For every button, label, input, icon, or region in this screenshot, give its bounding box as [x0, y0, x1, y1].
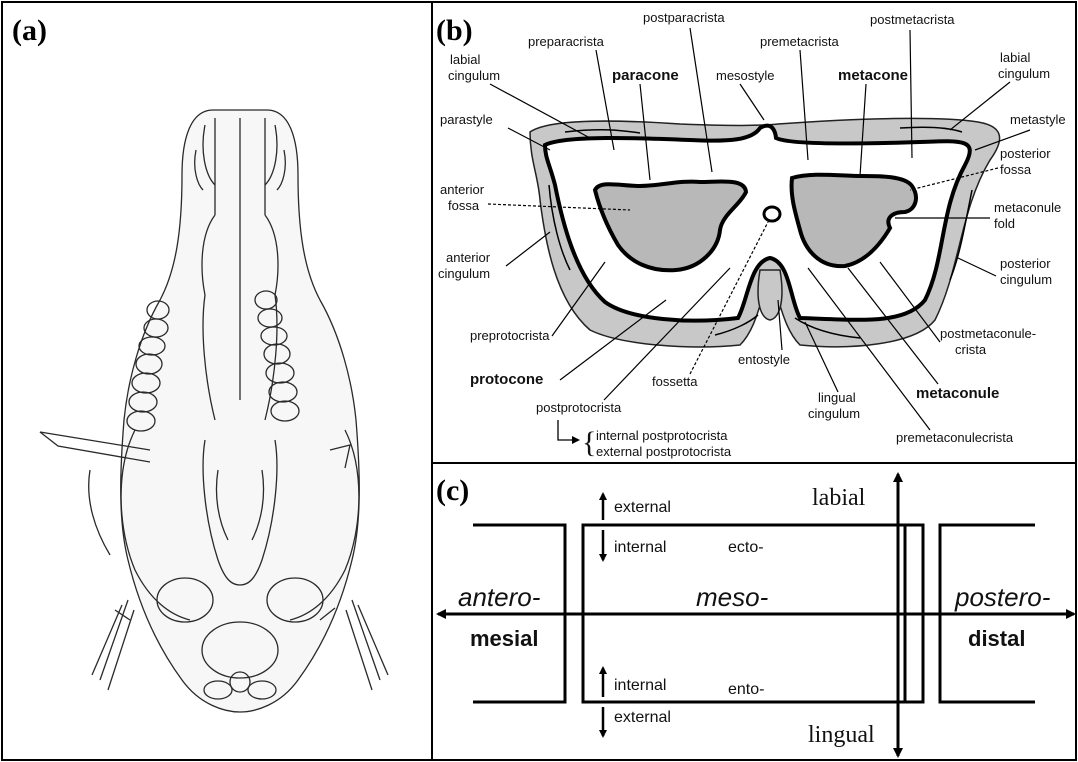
label-lingual-cingulum-line1: lingual [818, 390, 856, 405]
label-mesial: mesial [470, 626, 539, 651]
label-mesostyle: mesostyle [716, 68, 775, 83]
label-internal-bottom: internal [614, 677, 666, 694]
label-ecto: ecto- [728, 539, 764, 556]
panel-a: (a) [12, 14, 388, 712]
label-metaconule: metaconule [916, 385, 999, 402]
label-external-postprotocrista: external postprotocrista [596, 444, 732, 459]
label-metaconule-fold-line1: metaconule [994, 200, 1061, 215]
label-postparacrista: postparacrista [643, 10, 725, 25]
label-meso: meso- [696, 582, 769, 612]
label-labial-cingulum-left-line1: labial [450, 52, 480, 67]
label-external-top: external [614, 499, 671, 516]
label-posterior-fossa-line1: posterior [1000, 146, 1051, 161]
panel-c-letter: (c) [436, 474, 469, 507]
label-posterior-cingulum-line2: cingulum [1000, 272, 1052, 287]
label-postero: postero- [954, 582, 1051, 612]
label-postprotocrista: postprotocrista [536, 400, 622, 415]
label-posterior-fossa-line2: fossa [1000, 162, 1032, 177]
label-internal-top: internal [614, 539, 666, 556]
label-posterior-cingulum-line1: posterior [1000, 256, 1051, 271]
label-anterior-fossa-line1: anterior [440, 182, 485, 197]
label-paracone: paracone [612, 67, 679, 84]
label-external-bottom: external [614, 709, 671, 726]
label-antero: antero- [458, 582, 541, 612]
label-internal-postprotocrista: internal postprotocrista [596, 428, 728, 443]
label-distal: distal [968, 626, 1025, 651]
label-preprotocrista: preprotocrista [470, 328, 550, 343]
panel-a-letter: (a) [12, 14, 47, 47]
label-labial: labial [812, 485, 866, 511]
label-postmetaconulecrista-line1: postmetaconule- [940, 326, 1036, 341]
label-metacone: metacone [838, 67, 908, 84]
label-labial-cingulum-right-line1: labial [1000, 50, 1030, 65]
label-labial-cingulum-left-line2: cingulum [448, 68, 500, 83]
label-anterior-fossa-line2: fossa [448, 198, 480, 213]
brace-glyph: { [582, 426, 596, 459]
label-lingual-cingulum-line2: cingulum [808, 406, 860, 421]
entostyle-shape [758, 270, 782, 320]
label-entostyle: entostyle [738, 352, 790, 367]
label-postmetaconulecrista-line2: crista [955, 342, 987, 357]
skull-illustration [40, 110, 388, 712]
label-metastyle: metastyle [1010, 112, 1066, 127]
panel-b: (b) postparacrista postmetacrista [436, 10, 1066, 459]
label-premetaconulecrista: premetaconulecrista [896, 430, 1014, 445]
label-preparacrista: preparacrista [528, 34, 605, 49]
label-metaconule-fold-line2: fold [994, 216, 1015, 231]
tooth-crown [530, 118, 1000, 346]
panel-b-letter: (b) [436, 14, 473, 47]
panel-c: (c) labial lingual external internal ect… [436, 474, 1074, 756]
label-protocone: protocone [470, 371, 543, 388]
label-anterior-cingulum-line1: anterior [446, 250, 491, 265]
label-postmetacrista: postmetacrista [870, 12, 955, 27]
label-lingual: lingual [808, 722, 875, 748]
label-fossetta: fossetta [652, 374, 698, 389]
label-premetacrista: premetacrista [760, 34, 840, 49]
fossetta-shape [764, 207, 780, 221]
label-parastyle: parastyle [440, 112, 493, 127]
label-ento: ento- [728, 681, 764, 698]
label-anterior-cingulum-line2: cingulum [438, 266, 490, 281]
label-labial-cingulum-right-line2: cingulum [998, 66, 1050, 81]
